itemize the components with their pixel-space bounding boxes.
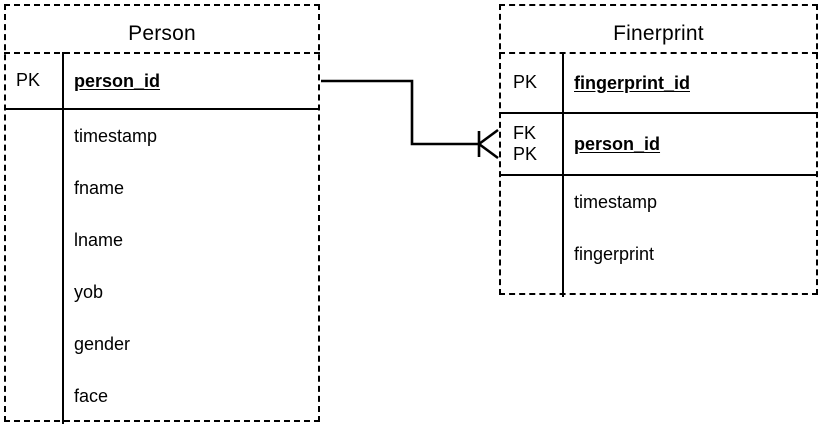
entity-fingerprint-divider-1 [499, 112, 818, 114]
key-badge-pk: PK [16, 70, 41, 91]
entity-fingerprint-row-0-key: PK [513, 54, 562, 112]
entity-fingerprint-row-1-name[interactable]: person_id [574, 133, 661, 154]
entity-person-title: Person [128, 21, 196, 45]
entity-person-row-2-name[interactable]: fname [74, 177, 125, 198]
entity-fingerprint-title-divider [499, 52, 818, 54]
entity-person[interactable]: Person PK person_id timestamp fname lnam… [4, 4, 320, 424]
key-badge-pk: PK [513, 144, 538, 164]
entity-fingerprint-row-2-name[interactable]: timestamp [574, 191, 658, 212]
entity-person-row-5-name[interactable]: gender [74, 333, 131, 354]
entity-fingerprint-row-0-name[interactable]: fingerprint_id [574, 72, 690, 93]
entity-person-key-divider [4, 108, 320, 110]
crow-foot-icon [477, 128, 499, 160]
entity-person-row-1-name[interactable]: timestamp [74, 125, 158, 146]
entity-person-row-4-name[interactable]: yob [74, 281, 104, 302]
key-badge-pk: PK [513, 72, 538, 93]
entity-fingerprint-row-3-name[interactable]: fingerprint [574, 243, 655, 264]
entity-person-row-0-name[interactable]: person_id [74, 70, 161, 91]
entity-fingerprint-row-1-key: FK PK [513, 114, 562, 174]
entity-person-column-divider [62, 52, 64, 424]
entity-person-title-divider [4, 52, 320, 54]
key-badge-fk: FK [513, 122, 537, 143]
entity-fingerprint-divider-2 [499, 174, 818, 176]
relationship-line [321, 79, 479, 146]
entity-person-row-3-name[interactable]: lname [74, 229, 124, 250]
entity-fingerprint-title: Finerprint [613, 21, 704, 45]
entity-person-row-0-key: PK [16, 54, 62, 108]
entity-person-row-6-name[interactable]: face [74, 385, 109, 406]
entity-fingerprint[interactable]: Finerprint PK fingerprint_id FK PK perso… [499, 4, 818, 297]
